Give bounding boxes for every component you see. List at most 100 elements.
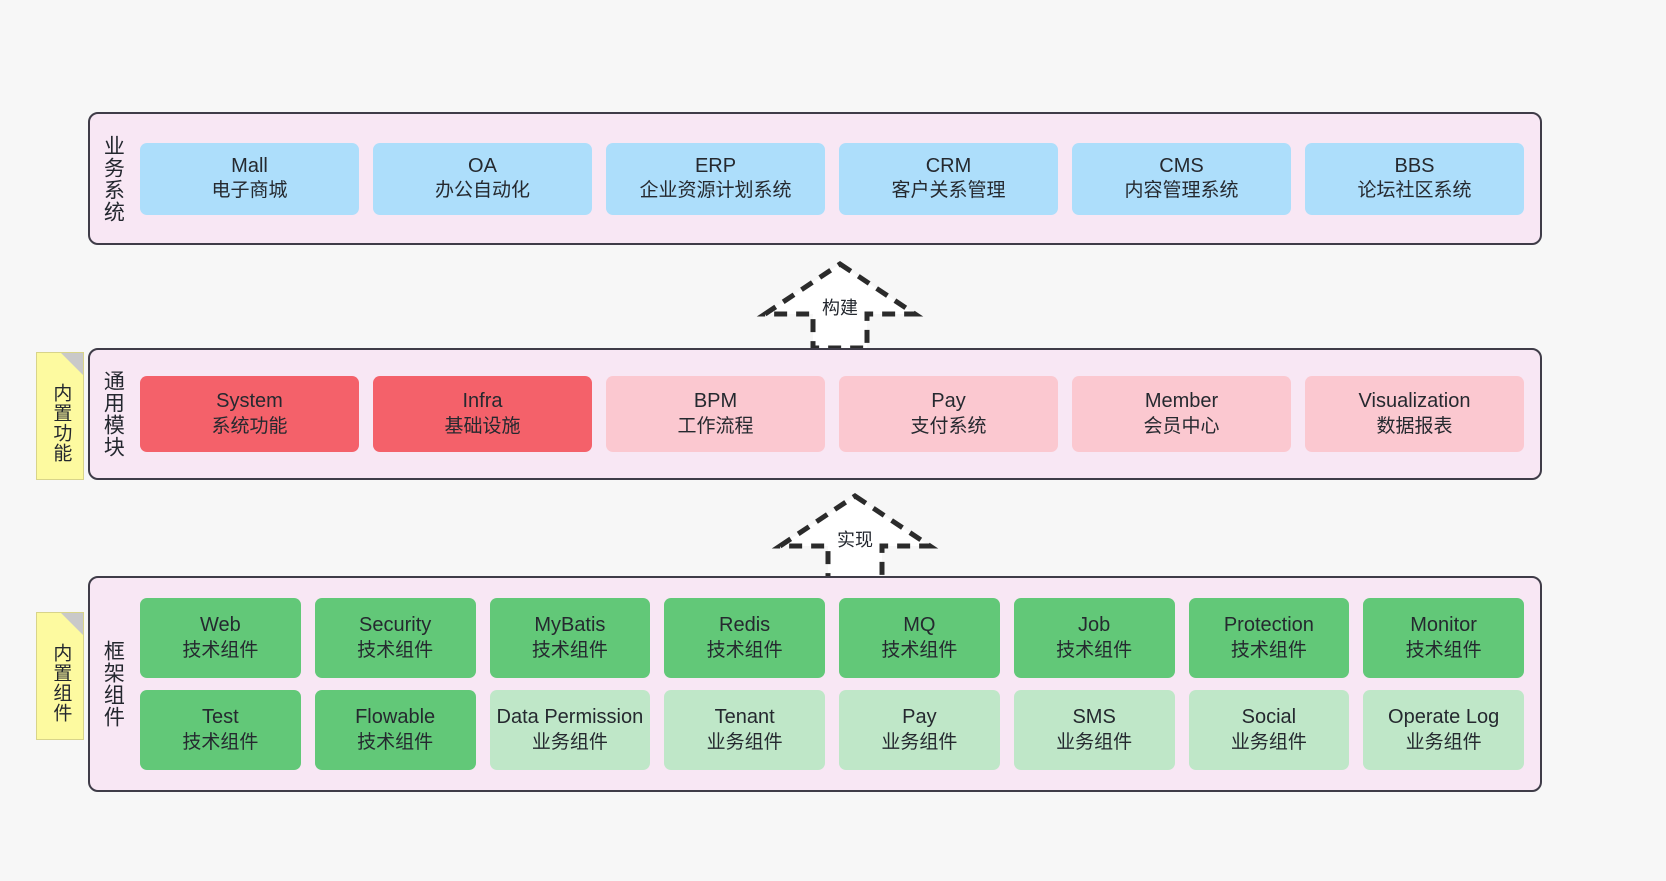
node-erp[interactable]: ERP 企业资源计划系统 [606, 142, 825, 215]
node-bpm-desc: 工作流程 [677, 415, 754, 437]
node-mybatis[interactable]: MyBatis 技术组件 [489, 598, 651, 678]
node-system-name: System [216, 390, 283, 413]
node-job-name: Job [1078, 614, 1111, 637]
node-protection-desc: 技术组件 [1230, 639, 1307, 661]
node-crm[interactable]: CRM 客户关系管理 [839, 142, 1058, 215]
node-test[interactable]: Test 技术组件 [140, 690, 301, 770]
node-tenant[interactable]: Tenant 业务组件 [664, 690, 825, 770]
layer-common-modules: 通用模块 System 系统功能 Infra 基础设施 BPM 工作流程 Pay… [88, 348, 1542, 480]
node-security-name: Security [359, 614, 432, 637]
node-member-name: Member [1144, 390, 1219, 413]
node-pay-module-desc: 支付系统 [910, 415, 987, 437]
node-erp-desc: 企业资源计划系统 [639, 180, 792, 202]
node-monitor-desc: 技术组件 [1405, 639, 1482, 661]
arrow-build: 构建 [755, 258, 925, 350]
node-web-name: Web [199, 614, 241, 637]
node-mall[interactable]: Mall 电子商城 [140, 142, 359, 215]
node-bbs-name: BBS [1394, 154, 1435, 177]
node-redis-name: Redis [719, 614, 771, 637]
node-pay-component[interactable]: Pay 业务组件 [839, 690, 1000, 770]
node-oa-desc: 办公自动化 [434, 180, 530, 202]
node-tenant-desc: 业务组件 [706, 731, 783, 753]
node-visualization-desc: 数据报表 [1376, 415, 1453, 437]
node-flowable[interactable]: Flowable 技术组件 [314, 690, 476, 770]
node-job-desc: 技术组件 [1056, 639, 1133, 661]
node-data-permission-name: Data Permission [496, 706, 644, 729]
layer-common-label: 通用模块 [101, 370, 125, 458]
arrow-build-icon [756, 260, 924, 350]
node-social-desc: 业务组件 [1230, 731, 1307, 753]
node-social[interactable]: Social 业务组件 [1188, 690, 1350, 770]
node-social-name: Social [1241, 706, 1297, 729]
layer-business-body: Mall 电子商城 OA 办公自动化 ERP 企业资源计划系统 CRM 客户关系… [134, 114, 1540, 243]
node-infra[interactable]: Infra 基础设施 [373, 376, 592, 452]
node-operate-log-name: Operate Log [1388, 706, 1500, 729]
node-system[interactable]: System 系统功能 [140, 376, 359, 452]
node-bpm-name: BPM [693, 390, 738, 413]
layer-common-body: System 系统功能 Infra 基础设施 BPM 工作流程 Pay 支付系统… [134, 350, 1540, 478]
node-system-desc: 系统功能 [211, 415, 288, 437]
framework-business-row: Test 技术组件 Flowable 技术组件 Data Permission … [140, 690, 1524, 770]
node-pay-module-name: Pay [931, 390, 966, 413]
node-mq[interactable]: MQ 技术组件 [839, 598, 1000, 678]
layer-framework-label: 框架组件 [101, 640, 125, 728]
node-security-desc: 技术组件 [357, 639, 434, 661]
node-monitor-name: Monitor [1410, 614, 1477, 637]
node-security[interactable]: Security 技术组件 [314, 598, 476, 678]
node-bbs-desc: 论坛社区系统 [1357, 180, 1472, 202]
node-job[interactable]: Job 技术组件 [1013, 598, 1175, 678]
node-cms-name: CMS [1159, 154, 1204, 177]
layer-framework-body: Web 技术组件 Security 技术组件 MyBatis 技术组件 Redi… [134, 578, 1540, 790]
node-visualization[interactable]: Visualization 数据报表 [1305, 376, 1524, 452]
arrow-realize-icon [771, 492, 939, 582]
node-redis[interactable]: Redis 技术组件 [664, 598, 825, 678]
node-mybatis-desc: 技术组件 [531, 639, 608, 661]
node-oa[interactable]: OA 办公自动化 [373, 142, 592, 215]
node-visualization-name: Visualization [1358, 390, 1471, 413]
node-flowable-name: Flowable [355, 706, 436, 729]
node-cms[interactable]: CMS 内容管理系统 [1072, 142, 1291, 215]
node-operate-log-desc: 业务组件 [1405, 731, 1482, 753]
node-redis-desc: 技术组件 [706, 639, 783, 661]
note-builtin-function: 内置功能 [36, 352, 84, 480]
node-tenant-name: Tenant [714, 706, 775, 729]
layer-business-systems: 业务系统 Mall 电子商城 OA 办公自动化 ERP 企业资源计划系统 CRM… [88, 112, 1542, 245]
node-bpm[interactable]: BPM 工作流程 [606, 376, 825, 452]
node-web[interactable]: Web 技术组件 [140, 598, 301, 678]
node-infra-name: Infra [462, 390, 503, 413]
node-test-desc: 技术组件 [182, 731, 259, 753]
node-mybatis-name: MyBatis [534, 614, 606, 637]
node-cms-desc: 内容管理系统 [1124, 180, 1239, 202]
node-mall-name: Mall [231, 154, 268, 177]
node-sms[interactable]: SMS 业务组件 [1013, 690, 1175, 770]
node-protection[interactable]: Protection 技术组件 [1188, 598, 1350, 678]
node-erp-name: ERP [694, 154, 737, 177]
node-mq-desc: 技术组件 [881, 639, 958, 661]
business-nodes-row: Mall 电子商城 OA 办公自动化 ERP 企业资源计划系统 CRM 客户关系… [140, 142, 1524, 215]
layer-business-label: 业务系统 [101, 134, 125, 223]
common-nodes-row: System 系统功能 Infra 基础设施 BPM 工作流程 Pay 支付系统… [140, 376, 1524, 452]
node-crm-desc: 客户关系管理 [891, 180, 1006, 202]
layer-framework-components: 框架组件 Web 技术组件 Security 技术组件 MyBatis 技术组件… [88, 576, 1542, 792]
node-pay-component-name: Pay [902, 706, 937, 729]
framework-tech-row: Web 技术组件 Security 技术组件 MyBatis 技术组件 Redi… [140, 598, 1524, 678]
node-pay-component-desc: 业务组件 [881, 731, 958, 753]
node-crm-name: CRM [925, 154, 972, 177]
node-sms-name: SMS [1072, 706, 1116, 729]
node-infra-desc: 基础设施 [444, 415, 521, 437]
node-operate-log[interactable]: Operate Log 业务组件 [1363, 690, 1524, 770]
node-test-name: Test [202, 706, 239, 729]
node-pay-module[interactable]: Pay 支付系统 [839, 376, 1058, 452]
node-sms-desc: 业务组件 [1056, 731, 1133, 753]
node-data-permission[interactable]: Data Permission 业务组件 [489, 690, 651, 770]
node-monitor[interactable]: Monitor 技术组件 [1363, 598, 1524, 678]
note-builtin-component: 内置组件 [36, 612, 84, 740]
node-bbs[interactable]: BBS 论坛社区系统 [1305, 142, 1524, 215]
node-web-desc: 技术组件 [182, 639, 259, 661]
node-mall-desc: 电子商城 [211, 180, 288, 202]
node-flowable-desc: 技术组件 [357, 731, 434, 753]
arrow-realize: 实现 [770, 490, 940, 582]
node-member[interactable]: Member 会员中心 [1072, 376, 1291, 452]
node-member-desc: 会员中心 [1143, 415, 1220, 437]
